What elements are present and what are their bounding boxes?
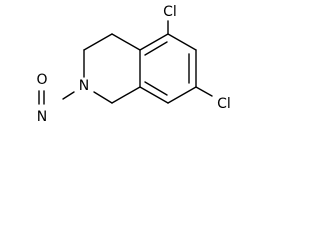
bond-inner-c8-c8a — [144, 81, 168, 96]
bond-n-n — [62, 91, 75, 100]
chlorine-label-bottom: Cl — [217, 96, 231, 112]
bond-c7-cl — [195, 86, 213, 97]
nitrogen-label-nitroso: N — [37, 109, 47, 125]
bond-c4a-c5 — [139, 33, 169, 51]
chemical-structure: Cl Cl O N N — [36, 4, 231, 125]
bond-c4-c3 — [111, 33, 141, 51]
bond-c1-c8a — [111, 86, 141, 104]
chlorine-label-top: Cl — [163, 4, 177, 20]
oxygen-label: O — [36, 72, 47, 88]
bond-c3-c2 — [83, 33, 113, 51]
bond-c7-c8 — [167, 86, 197, 104]
bond-n-c1 — [93, 91, 113, 104]
bond-c5-c6 — [167, 33, 197, 51]
bond-inner-c4a-c5 — [144, 41, 168, 56]
bond-c8-c8a — [139, 86, 169, 104]
nitrogen-label-ring: N — [79, 78, 89, 94]
